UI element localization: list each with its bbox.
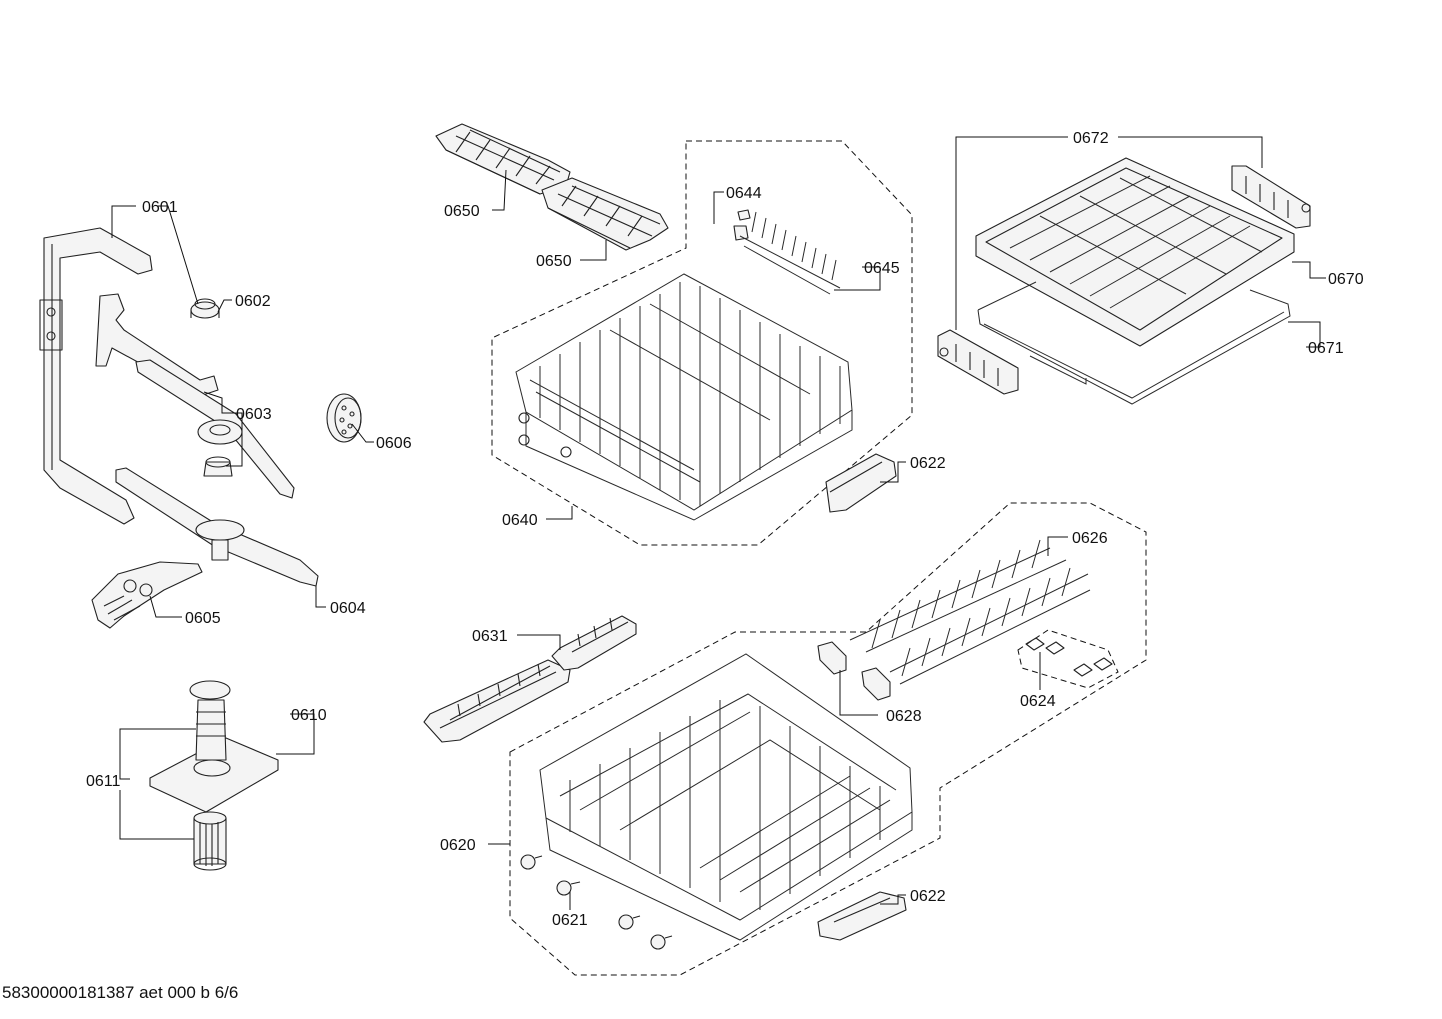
- lower-basket-0620[interactable]: [539, 653, 913, 941]
- label-0628: 0628: [886, 708, 922, 725]
- tine-insert-0631-left[interactable]: [423, 659, 571, 743]
- part-labels: 0601 0602 0603 0604 0605 0606 0610 0611 …: [86, 130, 1364, 929]
- label-0671: 0671: [1308, 340, 1344, 357]
- label-0603: 0603: [236, 406, 272, 423]
- document-footer-code: 58300000181387 aet 000 b 6/6: [2, 983, 238, 1002]
- tray-bracket-0672-right[interactable]: [1231, 165, 1311, 229]
- wheels-0621[interactable]: [520, 854, 673, 950]
- cup-rack-0650-bottom[interactable]: [541, 177, 669, 251]
- accessory-group-outline: [1017, 629, 1119, 689]
- label-0620: 0620: [440, 837, 476, 854]
- connector-0602[interactable]: [190, 298, 220, 319]
- filter-disc-0606[interactable]: [326, 393, 362, 443]
- label-0610: 0610: [291, 707, 327, 724]
- label-0604: 0604: [330, 600, 366, 617]
- lower-spray-arm-0604[interactable]: [115, 467, 319, 587]
- label-0626: 0626: [1072, 530, 1108, 547]
- label-0621: 0621: [552, 912, 588, 929]
- label-0611: 0611: [86, 773, 121, 790]
- label-0644: 0644: [726, 185, 762, 202]
- label-0670: 0670: [1328, 271, 1364, 288]
- tine-insert-0631-right[interactable]: [551, 615, 637, 671]
- label-0645: 0645: [864, 260, 900, 277]
- label-0605: 0605: [185, 610, 221, 627]
- leader-lines: [111, 136, 1326, 910]
- fold-down-tines-0626[interactable]: [849, 539, 1091, 685]
- handle-0622-lower[interactable]: [817, 891, 907, 941]
- label-0640: 0640: [502, 512, 538, 529]
- label-0622-lower: 0622: [910, 888, 946, 905]
- label-0650-bottom: 0650: [536, 253, 572, 270]
- tray-bracket-0672-left[interactable]: [937, 329, 1019, 395]
- upper-spray-arm-0603[interactable]: [95, 293, 295, 499]
- lower-basket-group-outline: [509, 502, 1147, 976]
- label-0624: 0624: [1020, 693, 1056, 710]
- holders-0624[interactable]: [1025, 637, 1113, 677]
- tray-frame-0671[interactable]: [977, 281, 1291, 405]
- clip-0644[interactable]: [733, 209, 751, 241]
- cup-rack-0650-top[interactable]: [435, 123, 571, 195]
- label-0672: 0672: [1073, 130, 1109, 147]
- fold-down-tines-0645[interactable]: [739, 211, 841, 295]
- upper-basket-group-outline: [491, 140, 913, 546]
- label-0631: 0631: [472, 628, 508, 645]
- micro-filter-0611[interactable]: [193, 811, 227, 871]
- hinge-clips-0628[interactable]: [817, 641, 891, 701]
- supply-pipe-0601[interactable]: [39, 227, 153, 525]
- sump-filter-plate-0610[interactable]: [149, 680, 279, 813]
- filter-cover-0605[interactable]: [91, 561, 203, 629]
- upper-basket-0640[interactable]: [515, 273, 853, 521]
- label-0601: 0601: [142, 199, 178, 216]
- label-0650-top: 0650: [444, 203, 480, 220]
- cutlery-tray-0670[interactable]: [975, 157, 1295, 347]
- handle-0622-upper[interactable]: [825, 453, 897, 513]
- label-0606: 0606: [376, 435, 412, 452]
- label-0602: 0602: [235, 293, 271, 310]
- label-0622-upper: 0622: [910, 455, 946, 472]
